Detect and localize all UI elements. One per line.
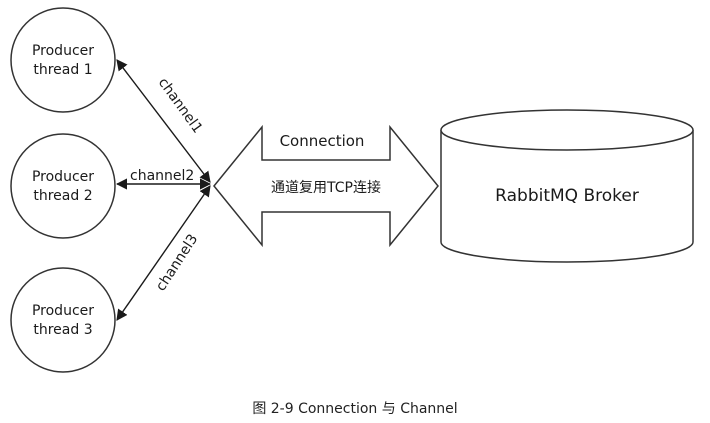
connection-sublabel: 通道复用TCP连接 — [271, 179, 381, 196]
figure-caption: 图 2-9 Connection 与 Channel — [252, 401, 458, 417]
producer-3-line2: thread 3 — [33, 322, 92, 338]
producer-1-circle — [10, 7, 116, 113]
broker-label: RabbitMQ Broker — [495, 186, 639, 206]
producer-2-circle — [10, 133, 116, 239]
rabbitmq-broker-cylinder: RabbitMQ Broker — [440, 109, 694, 263]
channel2-label: channel2 — [130, 168, 194, 184]
producer-3-line1: Producer — [32, 303, 94, 319]
channel3-arrow — [116, 185, 211, 321]
producer-thread-3: Producer thread 3 — [10, 267, 116, 373]
connection-label: Connection — [280, 132, 365, 150]
producer-1-line2: thread 1 — [33, 62, 92, 78]
producer-thread-2: Producer thread 2 — [10, 133, 116, 239]
producer-2-line2: thread 2 — [33, 188, 92, 204]
producer-thread-1: Producer thread 1 — [10, 7, 116, 113]
channel1-arrow — [116, 59, 211, 183]
channel3-label: channel3 — [153, 232, 201, 295]
producer-3-circle — [10, 267, 116, 373]
producer-1-line1: Producer — [32, 43, 94, 59]
channel1-label: channel1 — [155, 75, 206, 136]
producer-2-line1: Producer — [32, 169, 94, 185]
connection-double-arrow — [213, 124, 439, 248]
